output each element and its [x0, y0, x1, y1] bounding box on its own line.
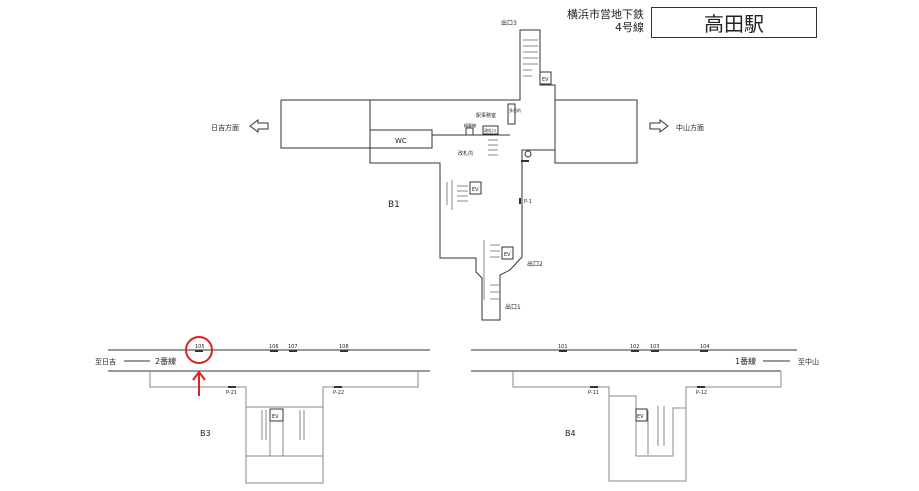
fare-label: 精算機: [464, 122, 476, 128]
exit-3-label: 出口3: [501, 19, 517, 27]
floor-label: B3: [200, 429, 211, 438]
ev-label: EV: [472, 187, 479, 193]
car-number: 105: [195, 344, 205, 350]
wc-label: WC: [395, 137, 407, 145]
arrow-left-icon: [249, 119, 269, 133]
b1-floor: WC 駅事務室 多目的 精算機 改札口 改札内 EV EV EV P-1 出口3…: [211, 19, 704, 321]
direction-right: 中山方面: [676, 123, 704, 132]
car-number: 103: [650, 344, 660, 350]
arrow-right-icon: [649, 119, 669, 133]
car-number: 108: [339, 344, 349, 350]
line-name: 横浜市営地下鉄 4号線: [540, 8, 644, 34]
car-number: 101: [558, 344, 568, 350]
pillar-label: P-12: [696, 390, 707, 396]
gate-label: 改札口: [484, 127, 496, 133]
office-label: 駅事務室: [476, 112, 496, 119]
multi-label: 多目的: [509, 107, 521, 113]
direction-left: 日吉方面: [211, 123, 239, 132]
ev-label: EV: [504, 252, 511, 258]
track-label: 2番線: [155, 356, 176, 366]
operator-label: 横浜市営地下鉄: [567, 8, 644, 21]
station-title: 高田駅: [651, 7, 817, 38]
line-label: 4号線: [615, 21, 644, 34]
b4-floor: 101 102 103 104 P-11 P-12 EV 1番線 至中山 B4: [471, 344, 819, 482]
car-number: 107: [288, 344, 298, 350]
pillar-label: P-21: [226, 390, 237, 396]
track-label: 1番線: [735, 356, 756, 366]
exit-2-label: 出口2: [527, 260, 543, 268]
ev-label: EV: [542, 77, 549, 83]
floor-label: B4: [565, 429, 576, 438]
exit-1-label: 出口1: [505, 303, 521, 311]
pillar-label: P-11: [588, 390, 599, 396]
direction-label: 至日吉: [95, 358, 116, 366]
b3-floor: 105 106 107 108 P-21 P-22 EV 至日吉 2番線 B3: [95, 336, 430, 484]
inside-label: 改札内: [458, 150, 473, 157]
highlight-circle: [185, 336, 213, 364]
car-number: 104: [700, 344, 710, 350]
floor-label: B1: [388, 200, 400, 210]
ev-label: EV: [272, 414, 279, 420]
car-number: 106: [269, 344, 279, 350]
direction-label: 至中山: [798, 357, 819, 366]
pillar-label: P-1: [524, 199, 532, 205]
car-number: 102: [630, 344, 640, 350]
ev-label: EV: [637, 414, 644, 420]
pillar-label: P-22: [333, 390, 344, 396]
